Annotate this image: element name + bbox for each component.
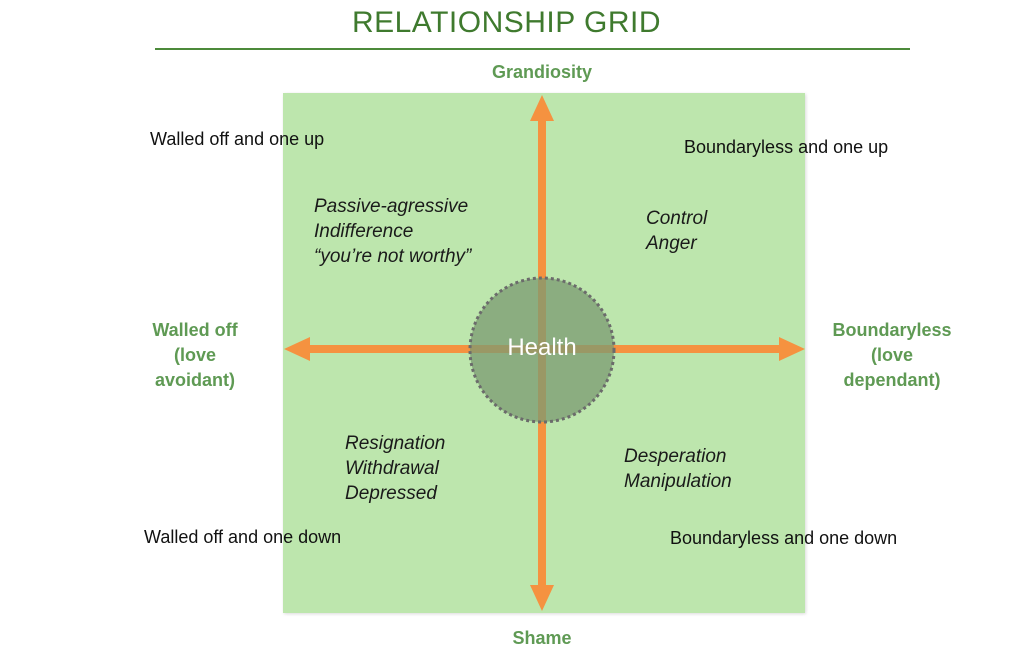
right-arrowhead	[779, 337, 805, 361]
title-underline	[155, 48, 910, 50]
corner-label-bottom-left: Walled off and one down	[144, 527, 342, 547]
axis-label-right-line: (love	[870, 345, 913, 365]
quadrant-line: “you’re not worthy”	[314, 246, 472, 267]
axis-label-left-line: Walled off	[152, 320, 238, 340]
health-circle	[468, 276, 616, 424]
axis-label-right-line: dependant)	[843, 370, 941, 390]
quadrant-line: Depressed	[345, 483, 437, 504]
axis-label-right-line: Boundaryless	[832, 320, 952, 340]
axis-label-top: Grandiosity	[491, 62, 593, 82]
left-arrowhead	[284, 337, 310, 361]
quadrant-line: Manipulation	[624, 471, 732, 492]
axis-label-right: Boundaryless (love dependant)	[812, 318, 972, 393]
axis-label-bottom: Shame	[512, 628, 572, 648]
quadrant-line: Control	[646, 208, 708, 229]
quadrant-line: Withdrawal	[345, 458, 439, 479]
quadrant-top-left-text: Passive-agressive Indifference “you’re n…	[314, 194, 471, 269]
quadrant-line: Anger	[646, 233, 697, 254]
corner-label-top-left: Walled off and one up	[150, 129, 325, 149]
up-arrowhead	[530, 95, 554, 121]
corner-label-bottom-right: Boundaryless and one down	[670, 528, 898, 548]
axis-label-left: Walled off (love avoidant)	[120, 318, 270, 393]
quadrant-line: Desperation	[624, 446, 727, 467]
axis-label-left-line: (love	[173, 345, 216, 365]
quadrant-bottom-right-text: Desperation Manipulation	[624, 444, 732, 494]
diagram-title: RELATIONSHIP GRID	[351, 6, 662, 39]
quadrant-line: Indifference	[314, 221, 414, 242]
health-label: Health	[507, 334, 577, 361]
down-arrowhead	[530, 585, 554, 611]
quadrant-bottom-left-text: Resignation Withdrawal Depressed	[345, 431, 445, 506]
quadrant-top-right-text: Control Anger	[646, 206, 707, 256]
corner-label-top-right: Boundaryless and one up	[684, 137, 889, 157]
quadrant-line: Resignation	[345, 433, 446, 454]
quadrant-line: Passive-agressive	[314, 196, 469, 217]
axis-label-left-line: avoidant)	[154, 370, 235, 390]
